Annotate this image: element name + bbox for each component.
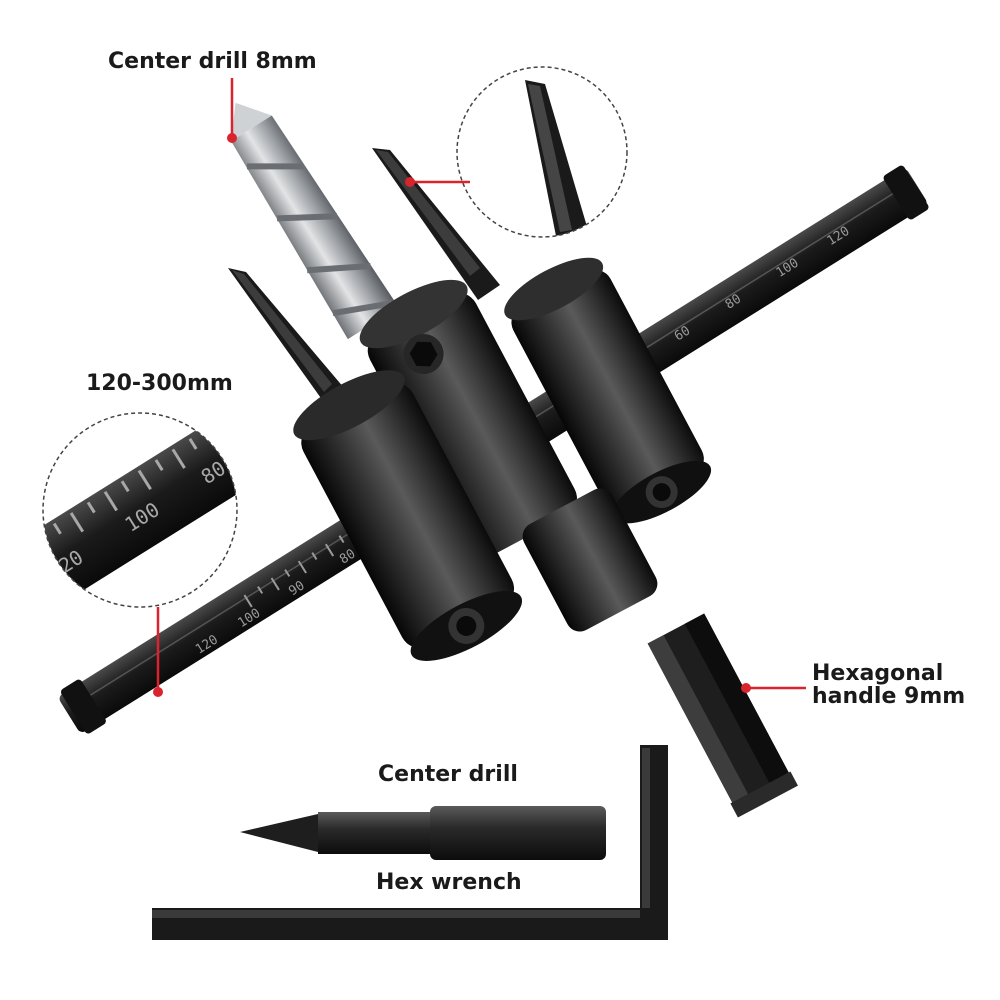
hex-wrench [152,745,668,940]
twist-drill-bit [231,102,399,340]
scale-mark: 60 [672,323,693,344]
scale-mark: 80 [337,546,358,567]
label-hexagonal-handle-line2: handle 9mm [812,684,966,710]
hexagonal-shank [647,613,798,818]
label-center-drill: Center drill [378,762,518,787]
label-hexagonal-handle-line1: Hexagonal [812,661,944,686]
label-hexagonal-handle: Hexagonal handle 9mm [812,662,965,708]
tool-body [293,257,712,661]
scale-mark: 80 [723,292,744,313]
cutter-blades [228,148,500,408]
callout-dots [153,133,751,697]
label-hex-wrench: Hex wrench [376,870,522,895]
scale-mark: 90 [286,578,307,599]
blade-tip-inset [456,66,628,238]
callout-leaders [156,78,806,690]
spare-center-drill [240,806,606,860]
label-center-drill-8mm: Center drill 8mm [108,49,317,74]
label-cutting-range: 120-300mm [86,371,233,396]
